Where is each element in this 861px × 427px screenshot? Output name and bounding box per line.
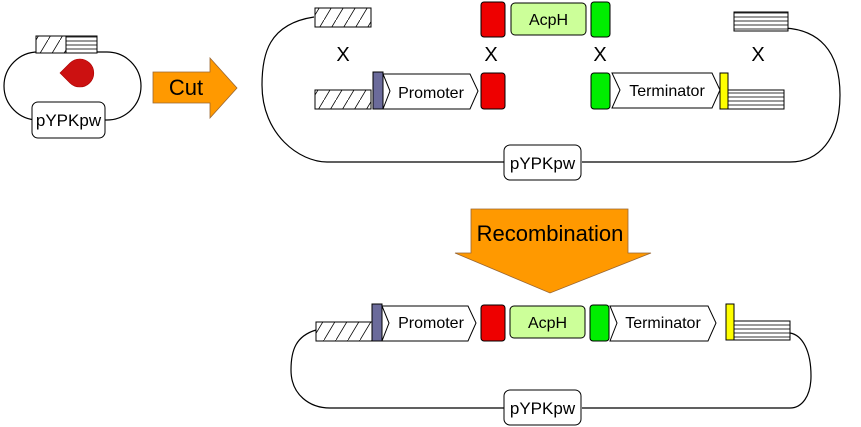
promoter-arrow xyxy=(382,73,479,110)
top-backbone xyxy=(261,16,841,163)
bottom-promoter-arrow xyxy=(381,305,477,342)
cut-label: Cut xyxy=(169,75,203,100)
terminator-green-linker xyxy=(590,72,611,110)
gene-left-red-linker xyxy=(480,1,506,38)
promoter-label: Promoter xyxy=(398,85,464,102)
small-plasmid-label: pYPKpw xyxy=(36,111,102,130)
cut-arrow: Cut xyxy=(152,56,238,120)
top-plasmid-label-box xyxy=(503,144,582,181)
small-plasmid: pYPKpw xyxy=(3,35,142,139)
bottom-plasmid-label: pYPKpw xyxy=(510,399,576,418)
bottom-terminator-label: Terminator xyxy=(625,315,701,332)
gene-fragment: AcpH xyxy=(480,1,611,38)
terminator-fragment: Terminator xyxy=(590,72,785,110)
crossover-mark-4: X xyxy=(751,44,764,66)
bottom-gene-box xyxy=(509,305,586,339)
bottom-green-linker xyxy=(589,304,610,342)
terminator-yellow-bar xyxy=(719,72,729,110)
crossover-mark-3: X xyxy=(593,44,606,66)
bottom-promoter-label: Promoter xyxy=(398,315,464,332)
recombination-label: Recombination xyxy=(477,221,624,246)
bottom-red-linker xyxy=(480,304,506,342)
gene-label: AcpH xyxy=(529,12,568,29)
recombined-plasmid: Promoter AcpH Terminator pYPKpw xyxy=(290,303,812,426)
crossover-marks: X X X X xyxy=(336,44,764,66)
bottom-promoter-blue-bar xyxy=(371,303,383,342)
crossover-mark-1: X xyxy=(336,44,349,66)
gene-box xyxy=(510,2,587,36)
restriction-enzyme-icon xyxy=(59,58,95,88)
bottom-terminator-arrow xyxy=(609,305,717,342)
bottom-backbone xyxy=(290,329,812,409)
top-plasmid-label: pYPKpw xyxy=(510,154,576,173)
promoter-fragment: Promoter xyxy=(314,71,506,110)
small-plasmid-label-box xyxy=(31,101,106,139)
bottom-plasmid-label-box xyxy=(503,389,582,426)
recombination-arrow: Recombination xyxy=(454,208,652,294)
gene-right-green-linker xyxy=(590,1,611,38)
promoter-blue-bar xyxy=(372,71,384,110)
linearized-plasmid: pYPKpw xyxy=(261,7,841,181)
bottom-gene-label: AcpH xyxy=(528,315,567,332)
crossover-mark-2: X xyxy=(484,44,497,66)
promoter-red-linker xyxy=(480,72,506,110)
terminator-label: Terminator xyxy=(629,83,705,100)
small-plasmid-backbone xyxy=(3,51,142,121)
bottom-yellow-bar xyxy=(725,303,735,341)
terminator-arrow xyxy=(611,72,721,109)
